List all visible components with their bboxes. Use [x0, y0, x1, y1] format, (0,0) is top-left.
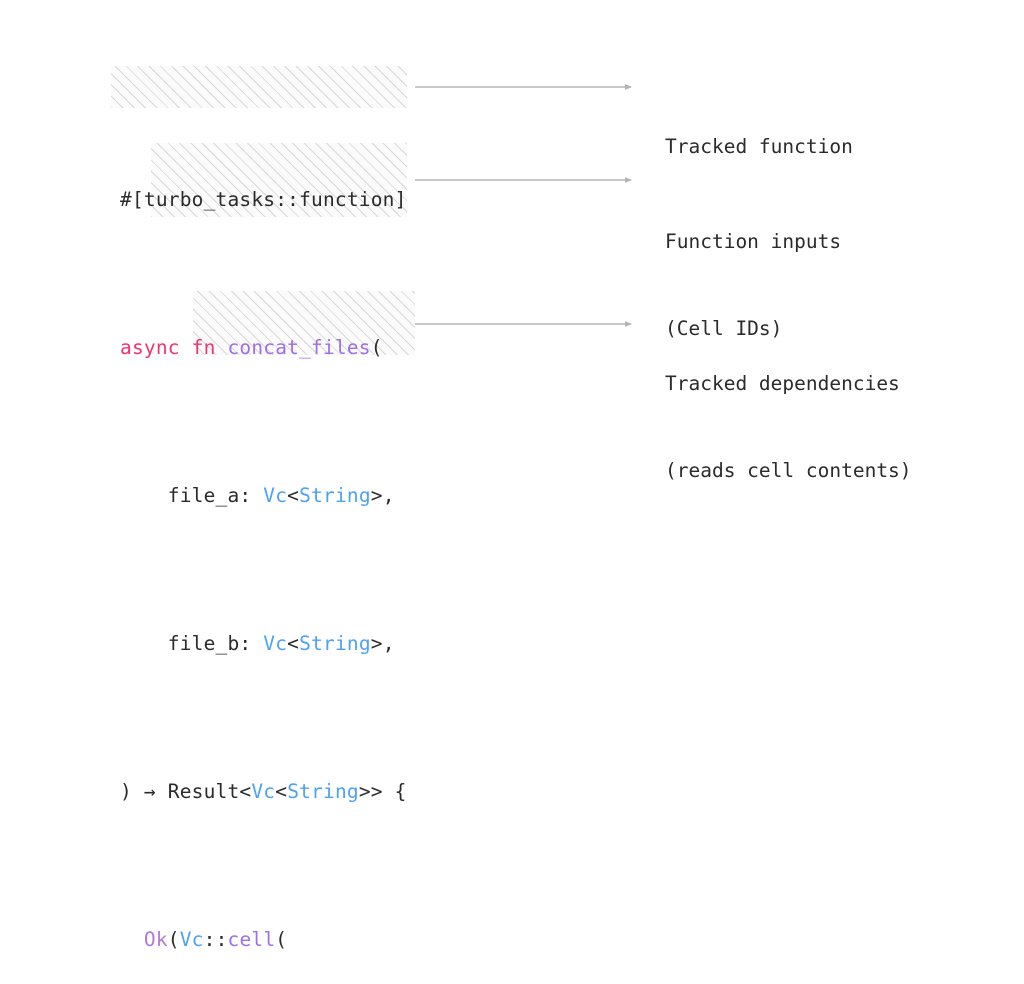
token-async-fn: async fn [120, 336, 228, 359]
code-line-ok-cell: Ok(Vc::cell( [120, 921, 407, 958]
token-string: String [287, 780, 359, 803]
highlight-awaits [193, 291, 415, 355]
token-vc: Vc [251, 780, 276, 803]
token-indent [120, 928, 144, 951]
annotation-line: (reads cell contents) [665, 459, 912, 482]
token-angle-open: < [287, 632, 300, 655]
annotation-line: Tracked function [665, 135, 853, 158]
token-file-a-name: file_a: [120, 484, 264, 507]
token-vc: Vc [179, 928, 204, 951]
token-ok: Ok [143, 928, 168, 951]
token-paren: ( [275, 928, 288, 951]
token-attribute: #[turbo_tasks::function] [120, 188, 407, 211]
annotation-tracked-function: Tracked function [665, 74, 853, 219]
code-annotation-figure: #[turbo_tasks::function] async fn concat… [111, 66, 912, 951]
annotation-line: Function inputs [665, 230, 842, 253]
annotation-line: Tracked dependencies [665, 372, 900, 395]
code-line-param-b: file_b: Vc<String>, [120, 625, 407, 662]
token-path-sep: :: [203, 928, 228, 951]
token-angle-close-comma: >, [370, 632, 395, 655]
token-angle-open: < [287, 484, 300, 507]
code-line-param-a: file_a: Vc<String>, [120, 477, 407, 514]
code-line-return: ) → Result<Vc<String>> { [120, 773, 407, 810]
token-concat-files: concat_files [227, 336, 371, 359]
token-angle-open: < [275, 780, 288, 803]
token-string: String [299, 484, 371, 507]
token-return-arrow-result: ) → Result< [120, 780, 252, 803]
token-paren: ( [167, 928, 180, 951]
code-block: #[turbo_tasks::function] async fn concat… [120, 70, 407, 984]
token-angle-close-brace: >> { [358, 780, 407, 803]
highlight-attribute [111, 66, 407, 108]
code-line-attribute: #[turbo_tasks::function] [120, 181, 407, 218]
token-cell: cell [227, 928, 276, 951]
annotation-line: (Cell IDs) [665, 317, 783, 340]
token-angle-close-comma: >, [370, 484, 395, 507]
token-vc: Vc [263, 484, 288, 507]
highlight-params [151, 143, 407, 217]
token-vc: Vc [263, 632, 288, 655]
annotation-function-inputs: Function inputs (Cell IDs) [665, 169, 841, 401]
token-string: String [299, 632, 371, 655]
code-line-signature: async fn concat_files( [120, 329, 407, 366]
annotation-tracked-dependencies: Tracked dependencies (reads cell content… [665, 311, 912, 543]
token-open-paren: ( [370, 336, 383, 359]
token-file-b-name: file_b: [120, 632, 264, 655]
